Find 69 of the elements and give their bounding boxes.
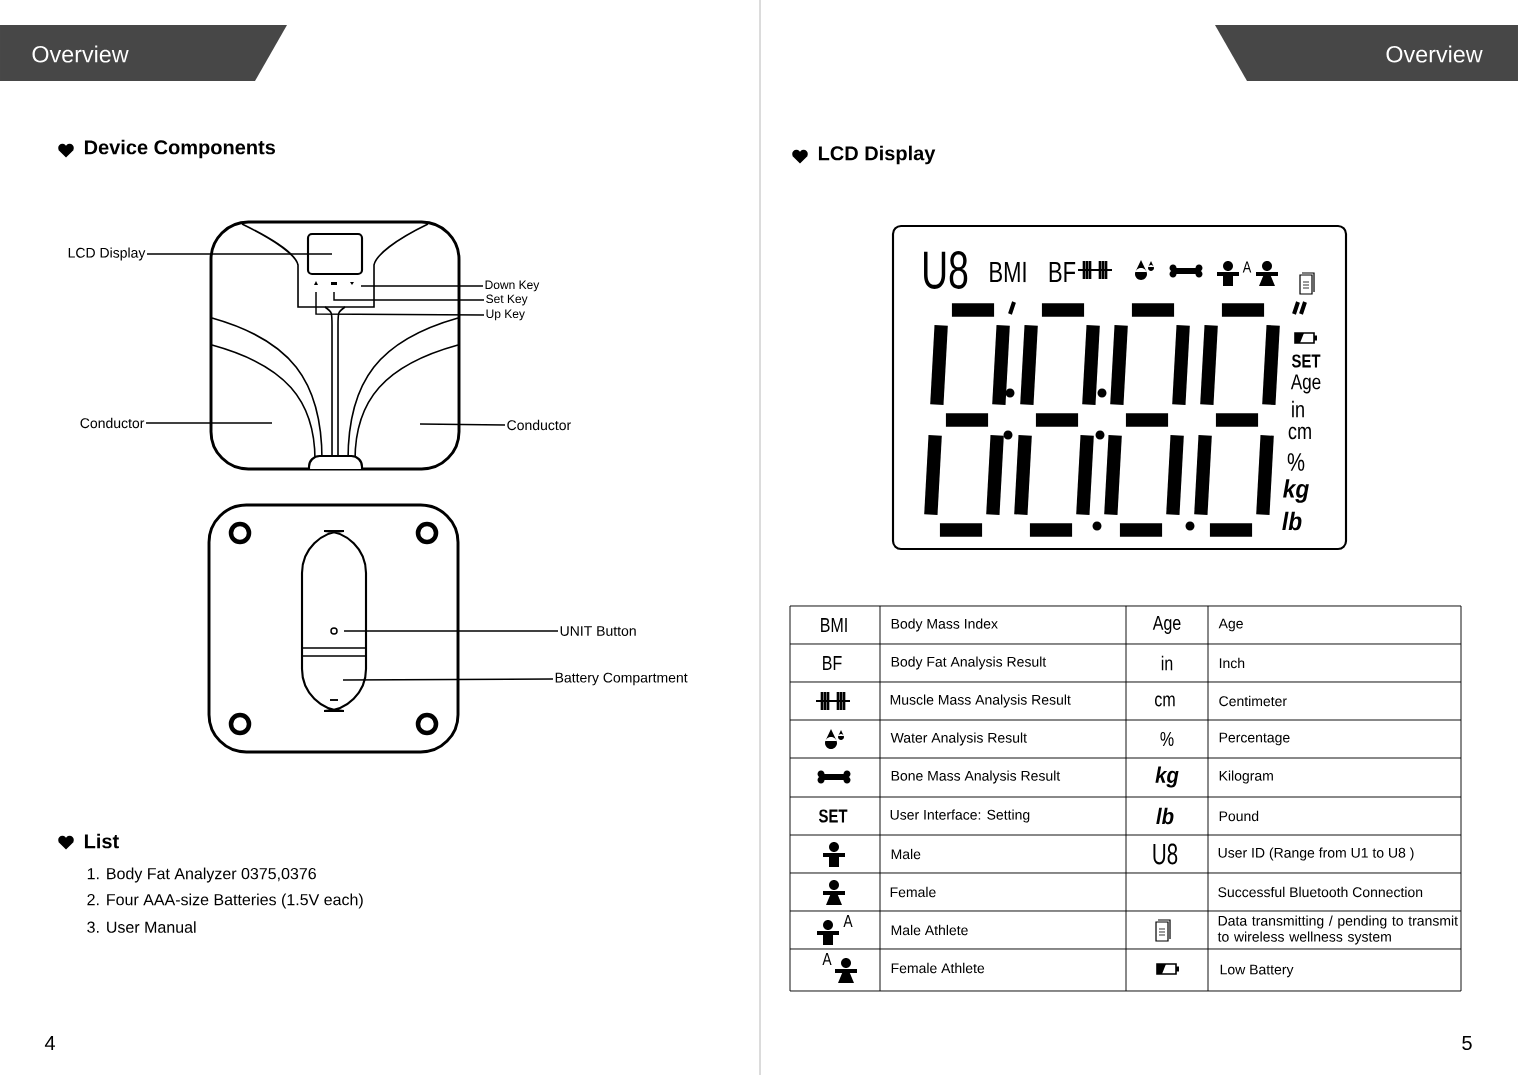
section-heading: LCD Display [818,145,936,165]
table-text: Male Athlete [891,924,968,936]
callout-label: Conductor [80,417,145,429]
page-number: 4 [44,1036,55,1050]
banner: Overview [1215,25,1518,81]
table-text: Age [1218,618,1243,632]
table-text: User ID (Range from U1 to U8 ) [1218,847,1414,861]
lcd-symbol: % [1287,453,1305,471]
leader-line [343,630,559,632]
lcd-symbol: lb [1156,807,1174,825]
leader-line [419,423,506,426]
callout-label: UNIT Button [560,626,636,636]
table-text: Muscle Mass Analysis Result [890,694,1071,708]
section-heading: List [84,833,119,849]
lcd-symbol: A [1242,261,1252,273]
table-text: Female [890,886,936,898]
lcd-symbol: lb [1282,511,1302,531]
table-text: Bone Mass Analysis Result [891,770,1061,784]
page-number: 5 [1462,1036,1472,1050]
table-text: Kilogram [1219,770,1273,784]
lcd-symbol: cm [1288,426,1311,440]
lcd-symbol: U8 [924,251,968,289]
lcd-symbol: in [1292,400,1304,418]
lcd-symbol: BF [1049,261,1076,283]
lcd-symbol: kg [1283,479,1309,503]
list-item: 3. User Manual [87,921,196,933]
leader-line [333,291,485,301]
table-text: Data transmitting / pending to transmit to wireless wellness system [1217,915,1458,945]
callout-label: Set Key [486,294,528,306]
table-text: Male [891,848,921,860]
lcd-symbol: in [1161,655,1173,671]
table-text: Body Mass Index [891,618,998,632]
leader-line [315,291,485,316]
callout-label: LCD Display [68,247,146,261]
table-text: Low Battery [1220,964,1294,978]
list-item: 1. Body Fat Analyzer 0375,0376 [87,867,316,883]
list-item: 2. Four AAA-size Batteries (1.5V each) [87,893,363,909]
lcd-symbol: A [822,953,832,965]
table-text: Centimeter [1219,695,1287,707]
lcd-symbol: BMI [821,618,847,632]
table-text: Inch [1219,657,1245,669]
lcd-symbol: Age [1152,616,1181,634]
lcd-symbol: BF [823,656,842,670]
table-text: Pound [1219,810,1259,822]
leader-line [146,253,333,255]
lcd-symbol: A [843,915,853,927]
section-heading: Device Components [84,139,275,159]
callout-label: Conductor [507,419,571,431]
lcd-symbol: % [1160,732,1174,746]
lcd-symbol: U8 [1153,843,1178,865]
table-text: Successful Bluetooth Connection [1218,886,1423,898]
lcd-symbol: kg [1155,766,1179,788]
callout-label: Down Key [485,280,540,292]
table-text: User Interface: Setting [890,809,1030,823]
leader-line [342,678,554,681]
callout-label: Up Key [486,309,525,321]
lcd-symbol: Age [1290,374,1321,394]
callout-label: Battery Compartment [555,672,688,686]
leader-line [360,285,484,287]
lcd-symbol: cm [1155,695,1175,707]
table-text: Percentage [1219,732,1290,746]
banner: Overview [0,25,287,81]
lcd-symbol: BMI [990,261,1026,283]
lcd-symbol: SET [818,809,848,823]
table-text: Water Analysis Result [890,732,1027,746]
table-text: Female Athlete [891,962,985,974]
leader-line [145,422,273,424]
table-text: Body Fat Analysis Result [891,656,1047,670]
lcd-symbol: SET [1291,354,1321,368]
